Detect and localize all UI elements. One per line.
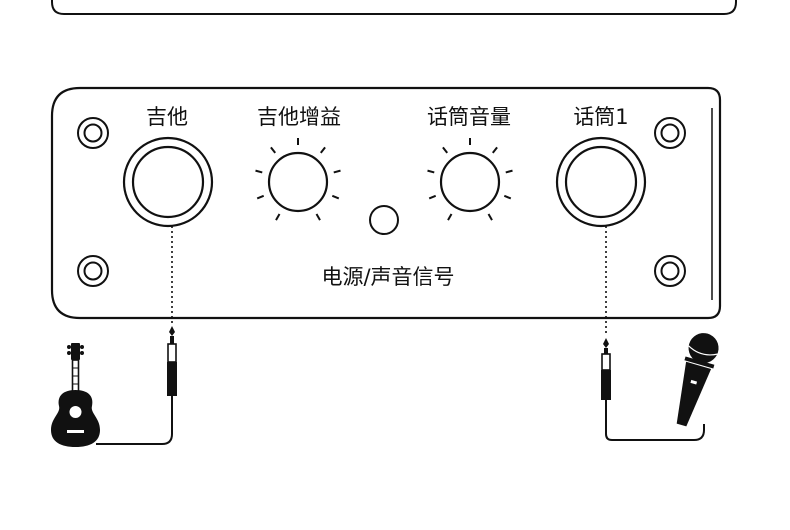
knob-tick-mark [428,194,437,200]
screw-top-left [77,117,109,149]
power-signal-label: 电源/声音信号 [321,265,454,289]
guitar-input-jack[interactable] [122,136,214,228]
power-signal-led [369,205,399,235]
mic-volume-label: 话筒音量 [427,105,511,129]
knob-tick-mark [319,146,326,154]
upper-device-edge [51,0,737,15]
knob-tick-mark [315,213,321,221]
knob-tick-mark [487,213,493,221]
guitar-jack-plug-icon [96,326,177,445]
mic-input-label: 话筒1 [573,105,628,129]
mic-volume-knob[interactable] [427,138,513,221]
knob-tick-mark [331,194,340,200]
mic-volume-tick-marks [427,138,513,221]
mic-jack-plug-icon [601,338,705,441]
screw-top-right [654,117,686,149]
guitar-gain-knob[interactable] [255,138,341,221]
handheld-microphone-icon [676,333,719,427]
knob-tick-mark [275,213,281,221]
knob-tick-mark [256,194,265,200]
knob-tick-mark [270,146,277,154]
acoustic-guitar-icon [51,343,100,447]
knob-tick-mark [447,213,453,221]
knob-tick-mark [333,169,341,174]
guitar-gain-label: 吉他增益 [257,105,341,129]
knob-tick-mark [442,146,449,154]
front-panel [50,86,722,320]
knob-tick-mark [255,169,263,174]
knob-tick-mark [505,169,513,174]
guitar-gain-tick-marks [255,138,341,221]
guitar-input-label: 吉他 [146,105,188,129]
screw-bottom-right [654,255,686,287]
knob-tick-mark [491,146,498,154]
knob-tick-mark [503,194,512,200]
screw-bottom-left [77,255,109,287]
mic-input-jack[interactable] [555,136,647,228]
knob-tick-mark [427,169,435,174]
